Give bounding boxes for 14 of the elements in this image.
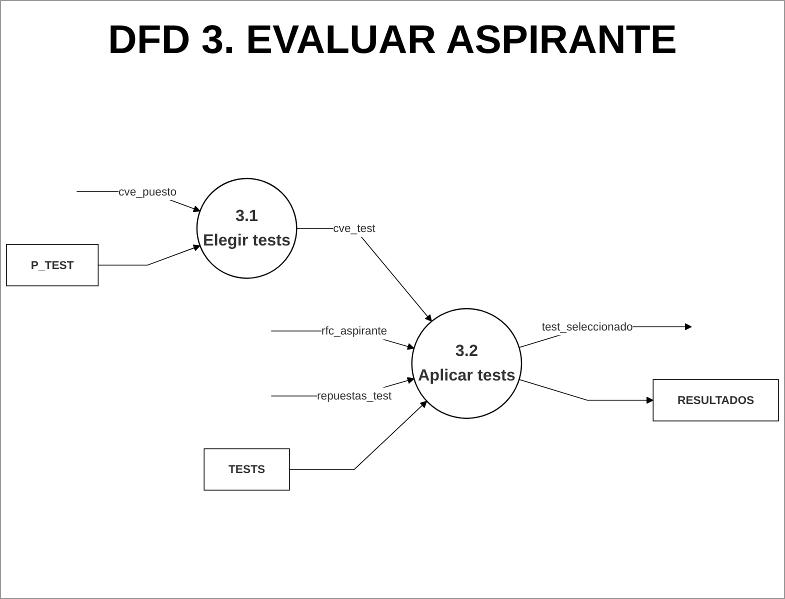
- node-box: TESTS: [204, 448, 290, 490]
- node-box: RESULTADOS: [652, 378, 779, 421]
- arrow: [518, 378, 654, 404]
- node-circle: 3.2 Aplicar tests: [411, 308, 522, 419]
- arrow: [289, 400, 428, 470]
- node-circle: 3.1 Elegir tests: [196, 178, 298, 278]
- edge-label: cve_puesto: [118, 184, 177, 198]
- edge-label: repuestas_test: [316, 388, 392, 402]
- arrow: [98, 244, 200, 266]
- edge-label: test_seleccionado: [542, 320, 633, 332]
- diagram-title: DFD 3. EVALUAR ASPIRANTE: [108, 18, 677, 63]
- edge-label: cve_test: [333, 221, 376, 234]
- edge-label: rfc_aspirante: [321, 324, 388, 337]
- node-box: P_TEST: [6, 244, 99, 286]
